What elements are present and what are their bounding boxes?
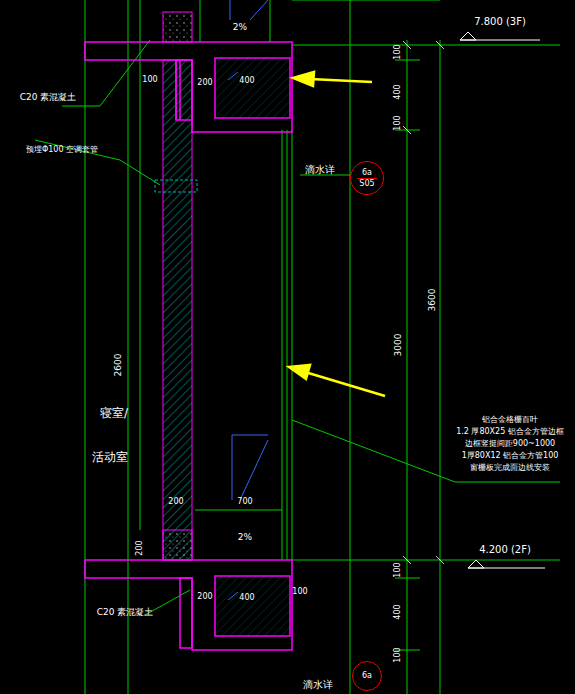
drawing-label: 200 <box>168 498 183 506</box>
drawing-label: 100 <box>394 115 402 130</box>
drawing-label: 200 <box>136 540 144 555</box>
drawing-label: 400 <box>239 594 254 602</box>
drawing-label: 2% <box>238 533 252 542</box>
callout-text: 6a <box>362 168 372 177</box>
drawing-label: 100 <box>292 588 307 596</box>
drawing-label: 寝室/ <box>100 407 128 419</box>
drawing-label: 2% <box>233 23 247 32</box>
drawing-label: 2600 <box>114 354 123 377</box>
drawing-label: 滴水详 <box>305 165 335 175</box>
drawing-label: 200 <box>197 79 212 87</box>
detail-callout-circle: 6a <box>352 661 382 691</box>
drawing-label: 100 <box>394 562 402 577</box>
drawing-label: 700 <box>237 498 252 506</box>
drawing-label: 3600 <box>428 289 437 312</box>
drawing-label: 100 <box>394 647 402 662</box>
drawing-label: 100 <box>394 44 402 59</box>
drawing-label: 400 <box>394 604 402 619</box>
drawing-label: 200 <box>197 593 212 601</box>
drawing-label: 3000 <box>394 334 403 357</box>
drawing-label: 铝合金格栅百叶 <box>482 416 538 424</box>
drawing-label: 窗栅板完成面边线安装 <box>470 464 550 472</box>
callout-text: S05 <box>357 178 376 188</box>
drawing-label: 4.200 (2F) <box>479 545 531 555</box>
drawing-label: 活动室 <box>92 451 128 463</box>
drawing-label: 1.2 厚80X25 铝合金方管边框 <box>456 428 564 436</box>
drawing-label: 1厚80X12 铝合金方管100 <box>462 452 559 460</box>
drawing-label: 100 <box>142 76 157 84</box>
drawing-label: 400 <box>239 77 254 85</box>
drawing-label: 边框竖挺间距900~1000 <box>465 440 555 448</box>
drawing-label: C20 素混凝土 <box>20 93 77 102</box>
callout-text: 6a <box>362 671 372 680</box>
drawing-label: 滴水详 <box>303 680 333 690</box>
drawing-label: 400 <box>394 84 402 99</box>
drawing-label: 预埋Φ100 空调套管 <box>26 146 98 154</box>
drawing-label: C20 素混凝土 <box>97 608 154 617</box>
detail-callout-circle: 6aS05 <box>350 161 384 195</box>
drawing-label: 7.800 (3F) <box>474 17 526 27</box>
